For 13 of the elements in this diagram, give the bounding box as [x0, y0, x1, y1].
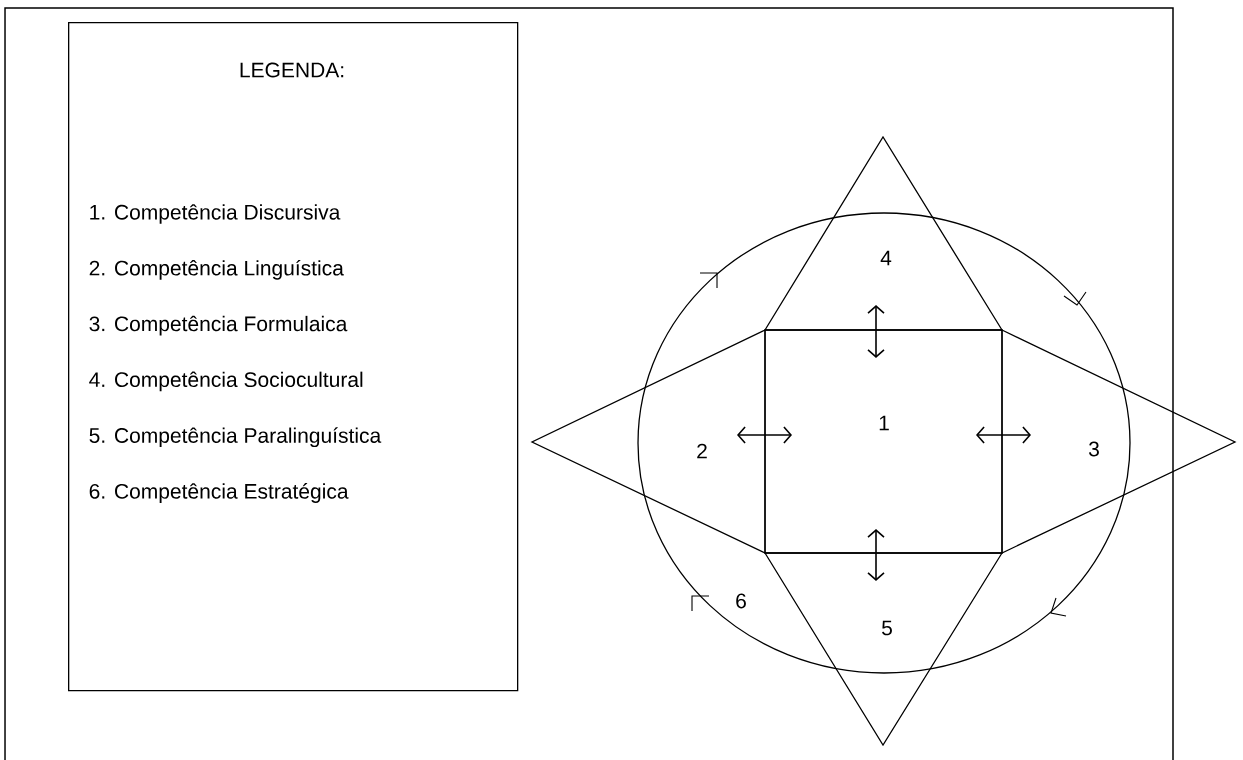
double-arrow: [976, 426, 1031, 444]
double-arrow: [867, 305, 885, 358]
legend-item: 5. Competência Paralinguística: [89, 427, 382, 448]
legend-item: 3. Competência Formulaica: [89, 315, 348, 336]
legend-box: [68, 22, 519, 692]
legend-item: 2. Competência Linguística: [89, 259, 344, 280]
legend-item: 1. Competência Discursiva: [90, 204, 341, 224]
legend-item: 6. Competência Estratégica: [89, 483, 349, 503]
node-label: 1: [879, 415, 889, 431]
double-arrow: [737, 426, 792, 444]
legend-item: 4. Competência Sociocultural: [89, 371, 363, 392]
double-arrow: [867, 529, 885, 581]
legend-title: LEGENDA:: [240, 62, 344, 78]
